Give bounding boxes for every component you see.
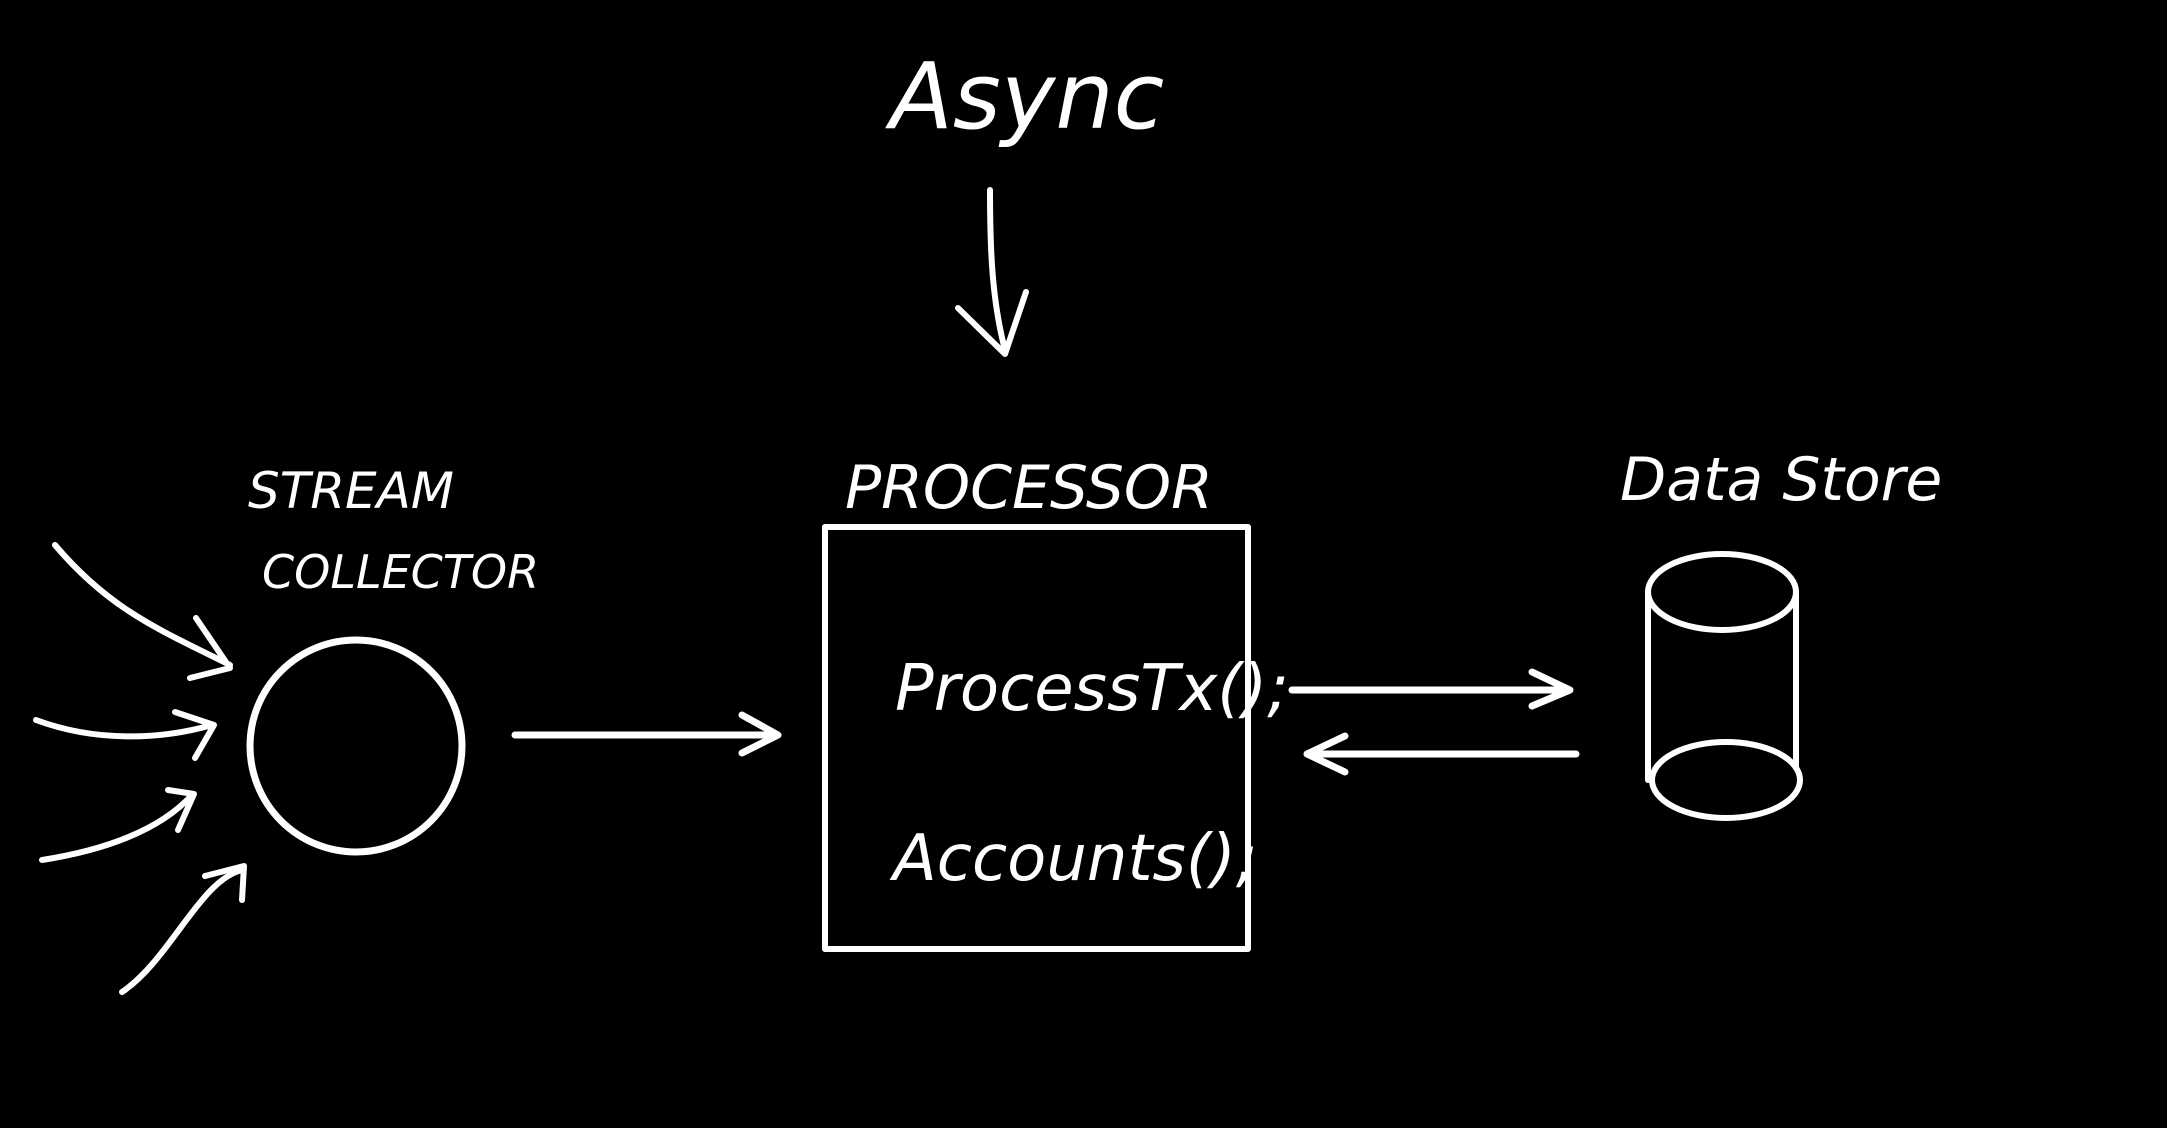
processor-box — [822, 524, 1251, 952]
incoming-stream-arrows — [33, 542, 247, 995]
datastore-to-processor-arrow — [1303, 732, 1580, 776]
stream-collector-circle — [246, 636, 466, 856]
datastore-label: Data Store — [1620, 445, 1942, 515]
processor-method-processtx: ProcessTx(); — [895, 652, 1289, 726]
datastore-cylinder-icon — [1645, 551, 1803, 821]
async-down-arrow — [955, 187, 1029, 357]
incoming-arrow-1 — [52, 542, 233, 668]
incoming-arrow-2 — [33, 717, 215, 740]
incoming-arrow-4 — [119, 867, 245, 995]
collector-to-processor-arrow — [511, 711, 782, 757]
collector-label-line1: STREAM — [248, 462, 454, 520]
async-label: Async — [885, 43, 1164, 150]
processor-method-accounts: Accounts(); — [889, 822, 1257, 896]
incoming-arrow-3 — [39, 792, 195, 863]
processor-label: PROCESSOR — [845, 453, 1213, 523]
processor-to-datastore-arrow — [1288, 668, 1574, 710]
collector-label-line2: COLLECTOR — [262, 545, 539, 599]
